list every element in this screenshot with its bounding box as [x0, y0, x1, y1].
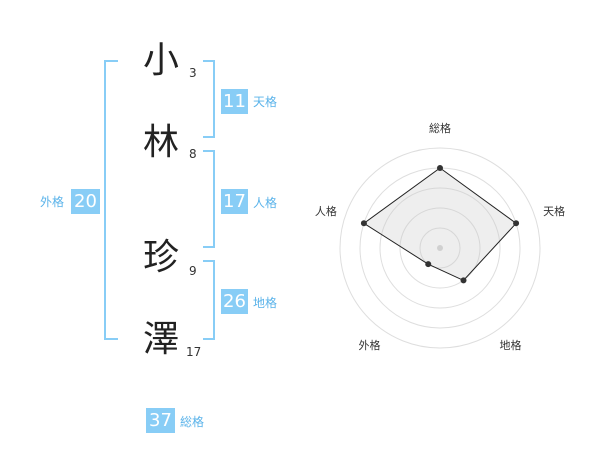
- gaikaku-bracket: [104, 60, 118, 340]
- jinkaku-label: 人格: [253, 196, 278, 210]
- soukaku-value: 37: [146, 408, 175, 433]
- gaikaku-value: 20: [71, 189, 100, 214]
- chikaku-label: 地格: [253, 296, 278, 310]
- radar-axis-label: 外格: [358, 338, 380, 352]
- radar-ring: [359, 167, 521, 329]
- chikaku-value: 26: [221, 289, 248, 314]
- radar-ring: [339, 147, 541, 349]
- gaikaku-label: 外格: [40, 195, 65, 209]
- radar-point: [425, 261, 432, 268]
- tenkaku-label: 天格: [253, 95, 278, 109]
- radar-point: [513, 220, 520, 227]
- tenkaku-value: 11: [221, 89, 248, 114]
- radar-center-dot: [437, 245, 443, 251]
- soukaku-label: 総格: [180, 415, 205, 429]
- radar-ring: [379, 187, 501, 309]
- name-char-2: 林: [143, 122, 180, 163]
- radar-axis-label: 総格: [429, 121, 451, 135]
- radar-axis-label: 天格: [543, 204, 565, 218]
- tenkaku-bracket: [203, 60, 215, 138]
- stroke-count-1: 3: [189, 66, 197, 80]
- chikaku-bracket: [203, 260, 215, 340]
- radar-polygon: [363, 167, 517, 282]
- radar-axis-label: 地格: [500, 338, 522, 352]
- jinkaku-value: 17: [221, 189, 248, 214]
- stroke-count-3: 9: [189, 264, 197, 278]
- radar-axis-label: 人格: [315, 204, 337, 218]
- radar-point: [437, 165, 443, 171]
- jinkaku-bracket: [203, 150, 215, 248]
- radar-point: [360, 220, 367, 227]
- name-char-1: 小: [143, 40, 180, 81]
- radar-ring: [419, 227, 461, 269]
- name-char-3: 珍: [143, 237, 180, 278]
- radar-ring: [399, 207, 481, 289]
- radar-point: [460, 277, 467, 284]
- stroke-count-4: 17: [186, 345, 202, 359]
- stroke-count-2: 8: [189, 147, 197, 161]
- name-char-4: 澤: [143, 319, 180, 360]
